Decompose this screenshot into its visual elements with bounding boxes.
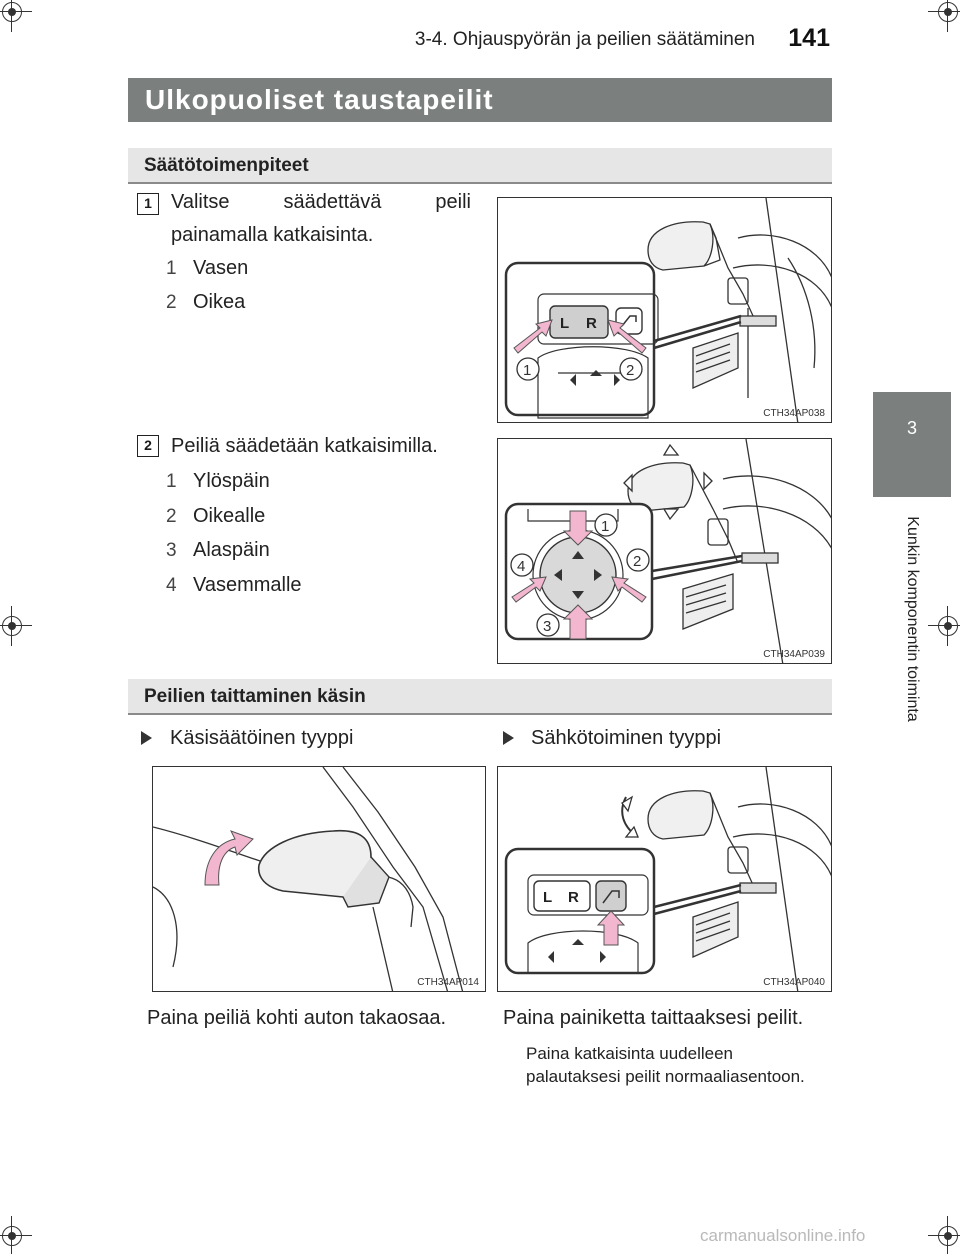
figure-electric-fold: L R CTH34AP040 xyxy=(497,766,832,992)
item-number: 1 xyxy=(166,258,177,279)
item-label-vasemmalle: Vasemmalle xyxy=(193,574,302,596)
mirror-select-illustration: L R 1 2 xyxy=(504,198,831,422)
crop-mark-mid-left xyxy=(0,606,32,646)
crop-mark-bottom-right xyxy=(928,1216,960,1254)
triangle-bullet-icon xyxy=(503,731,514,745)
figure-code: CTH34AP014 xyxy=(417,977,479,988)
crop-mark-mid-right xyxy=(928,606,960,646)
item-label-alaspain: Alaspäin xyxy=(193,539,270,561)
figure-code: CTH34AP040 xyxy=(763,977,825,988)
callout-1: 1 xyxy=(601,518,609,535)
figure-mirror-direction-switch: 1 2 3 4 CTH34AP039 xyxy=(497,438,832,664)
item-number: 2 xyxy=(166,506,177,527)
section-title-bar: Ulkopuoliset taustapeilit xyxy=(128,78,832,122)
manual-type-label: Käsisäätöinen tyyppi xyxy=(170,727,354,749)
step-2-text: Peiliä säädetään katkaisimilla. xyxy=(171,435,438,457)
item-label-vasen: Vasen xyxy=(193,257,249,279)
button-letter-l: L xyxy=(560,315,569,332)
watermark: carmanualsonline.info xyxy=(700,1226,866,1245)
running-header: 3-4. Ohjauspyörän ja peilien säätäminen xyxy=(414,29,755,50)
item-label-oikealle: Oikealle xyxy=(193,505,266,527)
chapter-title: Kunkin komponentin toiminta xyxy=(904,516,921,722)
manual-fold-illustration xyxy=(153,767,464,991)
button-letter-r: R xyxy=(586,315,597,332)
manual-fold-caption: Paina peiliä kohti auton takaosaa. xyxy=(147,1007,447,1029)
crop-mark-top-right xyxy=(928,0,960,32)
chapter-number: 3 xyxy=(906,418,917,438)
callout-2: 2 xyxy=(633,553,641,570)
figure-mirror-select-switch: L R 1 2 CTH34AP038 xyxy=(497,197,832,423)
section-title: Ulkopuoliset taustapeilit xyxy=(145,84,494,115)
item-label-oikea: Oikea xyxy=(193,291,246,313)
button-letter-l: L xyxy=(543,889,552,906)
item-number: 4 xyxy=(166,575,177,596)
subsection-heading-text: Säätötoimenpiteet xyxy=(144,155,309,176)
electric-type-label: Sähkötoiminen tyyppi xyxy=(531,727,722,749)
step-number-1: 1 xyxy=(137,193,159,215)
figure-code: CTH34AP039 xyxy=(763,649,825,660)
figure-manual-fold: CTH34AP014 xyxy=(152,766,486,992)
page-number: 141 xyxy=(788,24,830,52)
step-1-text: Valitse säädettävä peili painamalla katk… xyxy=(171,191,471,246)
item-label-ylospain: Ylöspäin xyxy=(193,470,270,492)
electric-fold-note: Paina katkaisinta uudelleen palautaksesi… xyxy=(526,1044,805,1086)
triangle-bullet-icon xyxy=(141,731,152,745)
subsection-heading-folding: Peilien taittaminen käsin xyxy=(128,679,832,715)
chapter-title-vertical: Kunkin komponentin toiminta xyxy=(902,480,922,721)
electric-fold-illustration: L R xyxy=(504,767,831,991)
item-number: 1 xyxy=(166,471,177,492)
subsection-heading-text: Peilien taittaminen käsin xyxy=(144,686,366,707)
item-number: 2 xyxy=(166,292,177,313)
callout-1: 1 xyxy=(523,362,531,379)
item-number: 3 xyxy=(166,540,177,561)
figure-code: CTH34AP038 xyxy=(763,408,825,419)
callout-4: 4 xyxy=(517,558,525,575)
step-number-2: 2 xyxy=(137,435,159,457)
button-letter-r: R xyxy=(568,889,579,906)
chapter-tab: 3 xyxy=(873,392,951,497)
callout-3: 3 xyxy=(543,618,551,635)
crop-mark-bottom-left xyxy=(0,1216,32,1254)
crop-mark-top-left xyxy=(0,0,32,32)
electric-fold-caption: Paina painiketta taittaaksesi peilit. xyxy=(503,1007,804,1029)
subsection-heading-adjust: Säätötoimenpiteet xyxy=(128,148,832,184)
mirror-direction-illustration: 1 2 3 4 xyxy=(504,439,831,663)
callout-2: 2 xyxy=(626,362,634,379)
